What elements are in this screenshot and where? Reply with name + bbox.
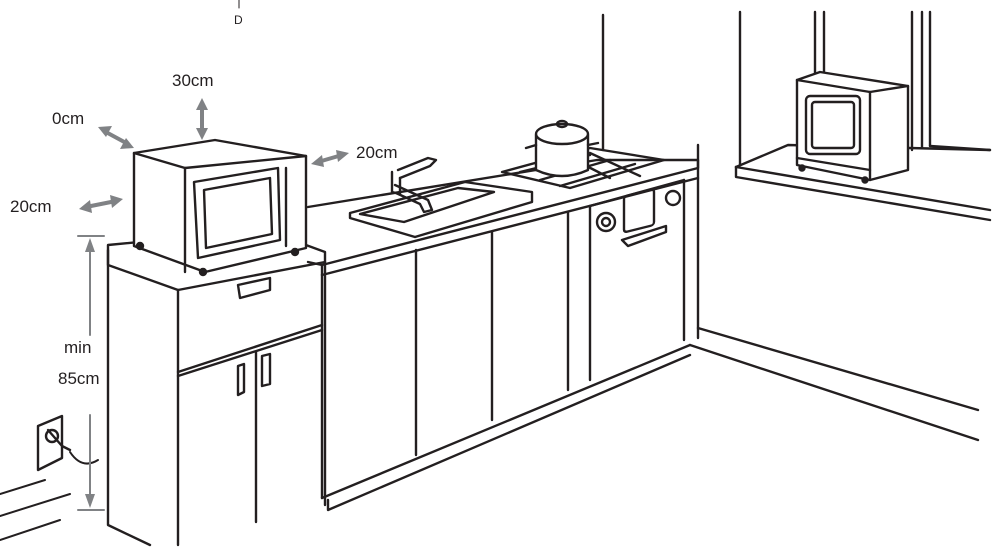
cooking-pot-icon — [524, 119, 600, 178]
plug-icon — [46, 428, 99, 465]
oven-icon — [588, 178, 686, 248]
arrow-top-clearance — [196, 98, 208, 140]
clearance-left-label: 20cm — [10, 197, 52, 216]
arrow-back-clearance — [98, 126, 134, 149]
top-marker-label: D — [234, 13, 243, 27]
arrow-side-clearance — [311, 150, 349, 167]
wall-outlet-icon — [36, 414, 64, 472]
clearance-back-label: 0cm — [52, 109, 85, 128]
sink-icon — [348, 180, 534, 239]
window-microwave-icon — [795, 70, 910, 184]
microwave-icon — [132, 138, 308, 277]
countertop — [306, 158, 700, 277]
height-label-value: 85cm — [58, 369, 100, 388]
lower-cabinets — [320, 178, 692, 512]
arrow-left-clearance — [79, 195, 123, 213]
window — [734, 10, 992, 222]
height-dimension — [77, 235, 105, 511]
microwave-cabinet — [106, 228, 327, 547]
clearance-top-label: 30cm — [172, 71, 214, 90]
clearance-side-label: 20cm — [356, 143, 398, 162]
faucet-icon — [390, 156, 438, 214]
height-label-min: min — [64, 338, 92, 357]
